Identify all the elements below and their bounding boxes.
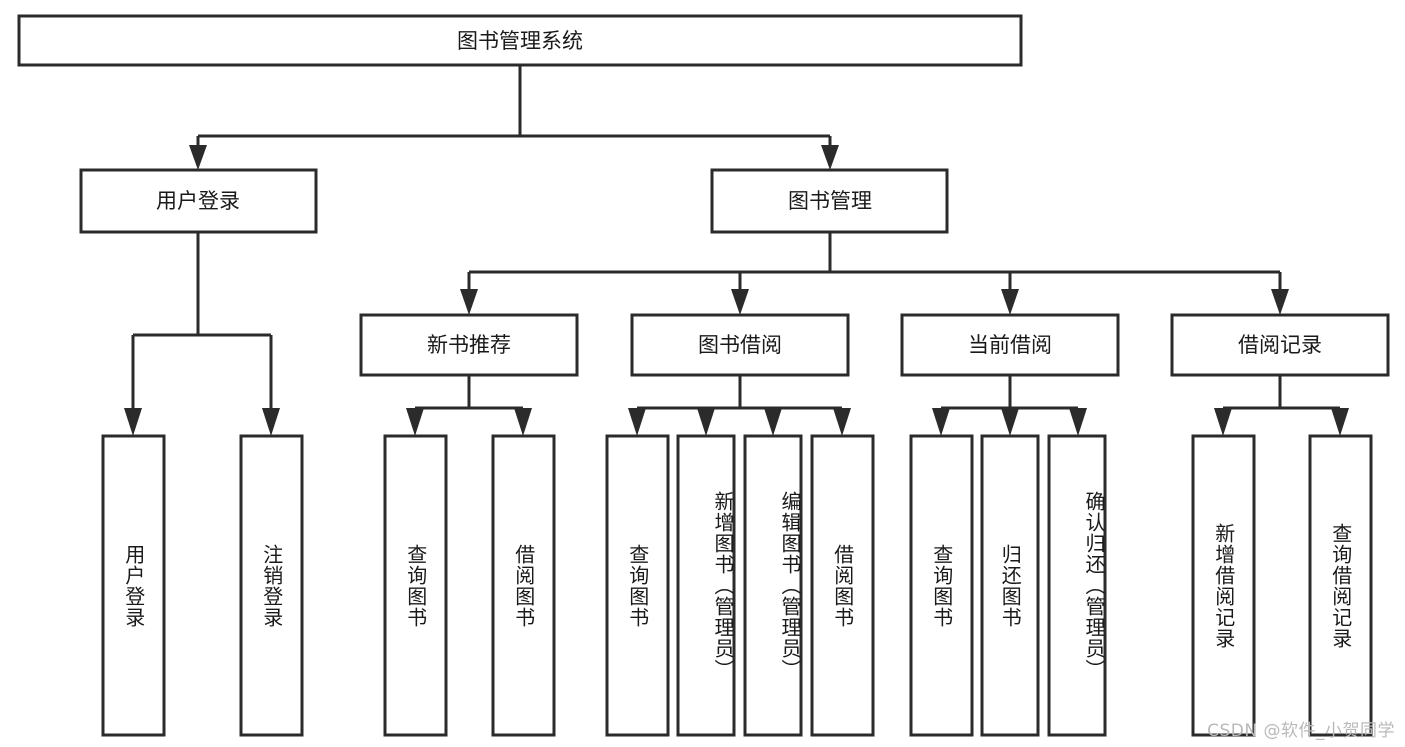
node-new-book-recommend-label: 新书推荐 bbox=[427, 333, 511, 357]
arrow-head-book-borrow bbox=[731, 289, 749, 315]
arrow-head-leaf-borrow-book-2 bbox=[833, 408, 851, 436]
node-borrow-record[interactable]: 借阅记录 bbox=[1170, 313, 1390, 377]
node-borrow-record-label: 借阅记录 bbox=[1238, 333, 1322, 357]
arrow-head-leaf-query-book-1 bbox=[406, 408, 424, 436]
node-user-login-box[interactable] bbox=[79, 168, 318, 234]
arrow-head-leaf-query-book-2 bbox=[628, 408, 646, 436]
arrow-head-leaf-edit-book bbox=[764, 408, 782, 436]
arrow-head-leaf-query-record bbox=[1331, 408, 1349, 436]
leaf-box-user-login[interactable] bbox=[101, 434, 166, 737]
arrow-head-book-management bbox=[821, 145, 839, 170]
node-book-borrow-label: 图书借阅 bbox=[698, 333, 782, 357]
arrow-head-borrow-record bbox=[1271, 289, 1289, 315]
node-current-borrow-label: 当前借阅 bbox=[968, 333, 1052, 357]
leaf-box-return-book[interactable] bbox=[980, 434, 1040, 737]
connector-layer bbox=[124, 65, 1349, 436]
node-new-book-recommend-box[interactable] bbox=[359, 313, 579, 377]
node-book-management-box[interactable] bbox=[710, 168, 949, 234]
leaf-box-layer bbox=[101, 434, 1373, 737]
arrow-head-leaf-add-record bbox=[1214, 408, 1232, 436]
arrow-head-leaf-logout-login bbox=[262, 408, 280, 436]
node-book-management[interactable]: 图书管理 bbox=[710, 168, 949, 234]
node-book-management-label: 图书管理 bbox=[788, 189, 872, 213]
leaf-box-query-book-2[interactable] bbox=[605, 434, 670, 737]
arrow-head-user-login bbox=[189, 145, 207, 170]
node-borrow-record-box[interactable] bbox=[1170, 313, 1390, 377]
arrow-head-leaf-return-book bbox=[1001, 408, 1019, 436]
arrow-head-leaf-borrow-book-1 bbox=[514, 408, 532, 436]
leaf-box-logout-login[interactable] bbox=[239, 434, 304, 737]
leaf-box-edit-book[interactable] bbox=[743, 434, 803, 737]
node-book-borrow-box[interactable] bbox=[630, 313, 850, 377]
csdn-watermark: CSDN @软件_小贺同学 bbox=[1207, 721, 1395, 741]
node-user-login-label: 用户登录 bbox=[156, 189, 240, 213]
node-root-label: 图书管理系统 bbox=[457, 29, 583, 53]
arrow-head-current-borrow bbox=[1001, 289, 1019, 315]
arrow-head-leaf-query-book-3 bbox=[932, 408, 950, 436]
node-book-borrow[interactable]: 图书借阅 bbox=[630, 313, 850, 377]
leaf-box-add-record[interactable] bbox=[1191, 434, 1256, 737]
leaf-box-add-book[interactable] bbox=[676, 434, 736, 737]
node-root-box[interactable] bbox=[17, 14, 1023, 67]
leaf-box-confirm-return[interactable] bbox=[1047, 434, 1107, 737]
arrow-head-leaf-add-book bbox=[697, 408, 715, 436]
node-current-borrow-box[interactable] bbox=[900, 313, 1120, 377]
node-root[interactable]: 图书管理系统 bbox=[17, 14, 1023, 67]
node-current-borrow[interactable]: 当前借阅 bbox=[900, 313, 1120, 377]
leaf-box-query-book-3[interactable] bbox=[909, 434, 974, 737]
leaf-box-borrow-book-2[interactable] bbox=[810, 434, 875, 737]
leaf-box-query-record[interactable] bbox=[1308, 434, 1373, 737]
node-new-book-recommend[interactable]: 新书推荐 bbox=[359, 313, 579, 377]
leaf-box-borrow-book-1[interactable] bbox=[491, 434, 556, 737]
leaf-box-query-book-1[interactable] bbox=[383, 434, 448, 737]
arrow-head-leaf-user-login bbox=[124, 408, 142, 436]
arrow-head-leaf-confirm-return bbox=[1069, 408, 1087, 436]
node-user-login[interactable]: 用户登录 bbox=[79, 168, 318, 234]
arrow-head-new-book-recommend bbox=[460, 289, 478, 315]
